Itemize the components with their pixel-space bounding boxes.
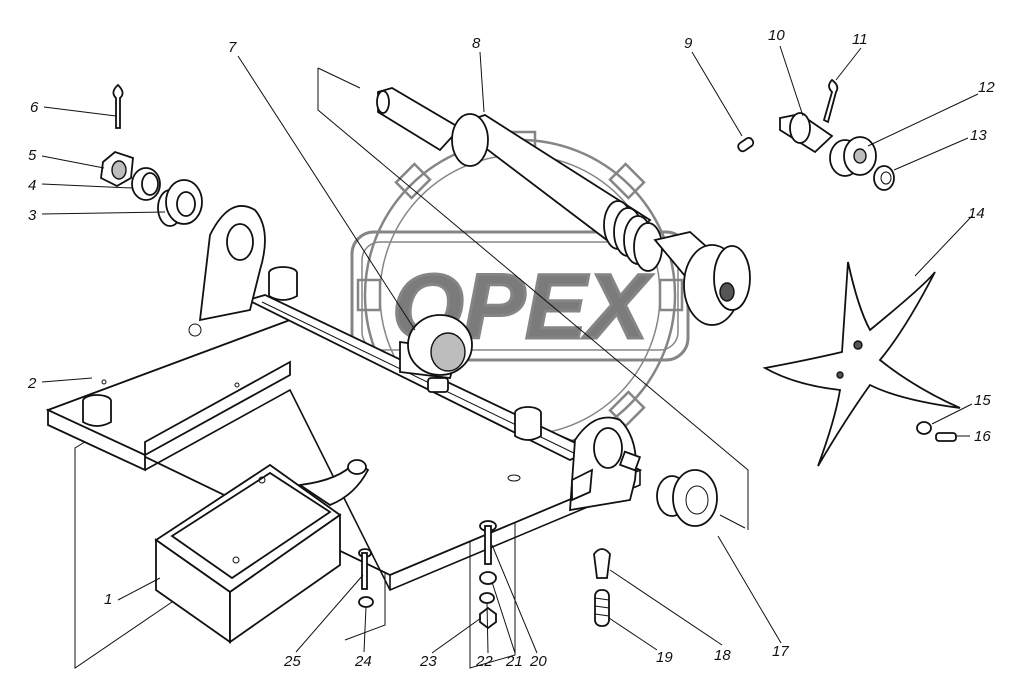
pin-18 xyxy=(593,548,611,579)
callout-23: 23 xyxy=(419,653,437,670)
washer-4 xyxy=(131,167,161,201)
callout-24: 24 xyxy=(354,653,372,670)
leader-lines xyxy=(41,45,979,654)
callout-2: 2 xyxy=(27,375,37,392)
callout-13: 13 xyxy=(970,127,987,144)
callout-19: 19 xyxy=(656,649,673,666)
callout-1: 1 xyxy=(104,591,112,608)
callout-12: 12 xyxy=(978,79,995,96)
callout-17: 17 xyxy=(772,643,789,660)
screw-16 xyxy=(935,432,957,442)
callout-labels: 1 2 3 4 5 6 7 8 9 10 11 12 13 14 15 16 1… xyxy=(27,27,995,670)
washer-15 xyxy=(916,421,932,435)
callout-25: 25 xyxy=(283,653,301,670)
callout-14: 14 xyxy=(968,205,985,222)
switch-box xyxy=(154,459,370,644)
screw-25 xyxy=(358,548,372,590)
roller-12 xyxy=(829,136,877,177)
callout-7: 7 xyxy=(228,39,237,56)
callout-16: 16 xyxy=(974,428,991,445)
callout-6: 6 xyxy=(30,99,39,116)
callout-21: 21 xyxy=(505,653,523,670)
shaft-spring xyxy=(603,200,663,272)
cotter-pin-11 xyxy=(822,78,839,124)
bushing-3 xyxy=(157,179,203,227)
callout-10: 10 xyxy=(768,27,785,44)
callout-15: 15 xyxy=(974,392,991,409)
callout-20: 20 xyxy=(529,653,547,670)
spring-19 xyxy=(594,589,610,627)
bolt-20 xyxy=(479,520,497,565)
drive-shaft xyxy=(376,87,751,326)
washer-24 xyxy=(358,596,374,608)
cotter-pin-6 xyxy=(112,83,124,129)
callout-9: 9 xyxy=(684,35,693,52)
flanged-bushing-17 xyxy=(656,469,718,527)
axle-10 xyxy=(779,112,834,154)
lock-washer-22 xyxy=(479,592,495,604)
callout-5: 5 xyxy=(28,147,37,164)
washer-13 xyxy=(873,165,895,191)
watermark-text: OPEX xyxy=(392,256,652,358)
nut-23 xyxy=(479,606,497,630)
eye-bracket xyxy=(399,314,473,393)
callout-22: 22 xyxy=(475,653,493,670)
castle-nut-5 xyxy=(100,150,134,188)
base-plate xyxy=(45,205,643,592)
callout-11: 11 xyxy=(852,31,868,48)
callout-8: 8 xyxy=(472,35,481,52)
callout-18: 18 xyxy=(714,647,731,664)
star-spinner xyxy=(762,261,961,467)
callout-3: 3 xyxy=(28,207,37,224)
pin-9 xyxy=(737,136,755,153)
washer-21 xyxy=(479,571,497,585)
callout-4: 4 xyxy=(28,177,36,194)
